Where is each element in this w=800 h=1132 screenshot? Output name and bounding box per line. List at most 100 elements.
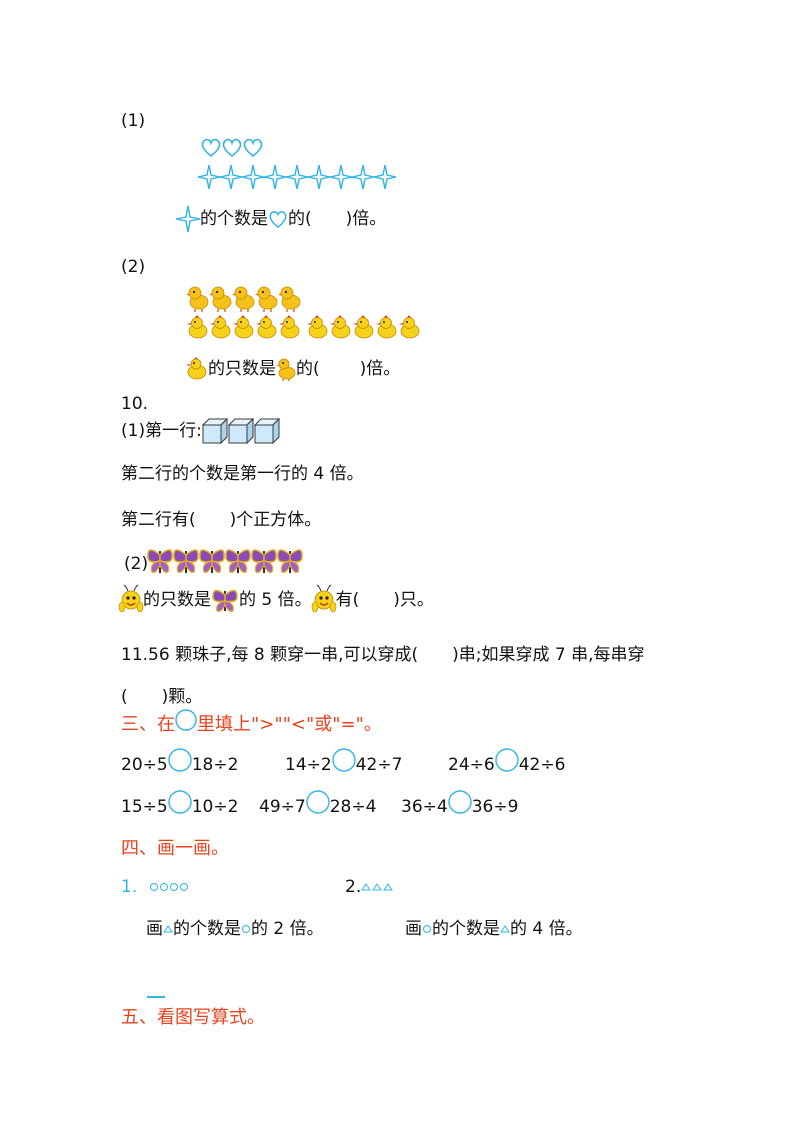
- compare-circle[interactable]: [168, 748, 192, 772]
- sentence-text: 有( )只。: [335, 590, 434, 610]
- cube-icon: [201, 417, 229, 445]
- q10-line2: 第二行的个数是第一行的 4 倍。: [121, 464, 364, 484]
- q9-part1-label: (1): [121, 111, 146, 131]
- chick-icon: [353, 315, 374, 339]
- star-icon: [351, 164, 375, 190]
- sentence-text: 的个数是: [173, 919, 241, 939]
- stars-svg: [197, 164, 397, 190]
- small-circles-svg: [149, 883, 188, 891]
- compare-right: 28÷4: [329, 797, 377, 817]
- star-icon: [197, 164, 221, 190]
- chick-icon: [279, 315, 300, 339]
- butterfly-icon: [225, 549, 251, 573]
- sentence-text: )倍。: [359, 359, 401, 379]
- small-circle-icon: [169, 883, 178, 891]
- sentence-text: 画: [146, 919, 163, 939]
- sentence-text: 的 4 倍。: [510, 919, 583, 939]
- duckling-icon: [209, 286, 232, 312]
- item-number: 1.: [121, 877, 138, 897]
- cube-icon: [227, 417, 255, 445]
- compare-circle[interactable]: [448, 790, 472, 814]
- star-icon: [373, 164, 397, 190]
- compare-right: 36÷9: [471, 797, 519, 817]
- chick-icon: [233, 315, 254, 339]
- compare-item: 24÷6 42÷6: [448, 748, 566, 776]
- q11-line2: ( )颗。: [121, 687, 203, 707]
- bee-icon: [118, 584, 144, 613]
- q10-number: 10.: [121, 394, 149, 414]
- sentence-text: 的 5 倍。: [239, 590, 312, 610]
- compare-left: 24÷6: [448, 755, 495, 775]
- chick-icon: [186, 357, 207, 380]
- q10-line3: 第二行有( )个正方体。: [121, 510, 322, 530]
- sentence-text: 的个数是: [432, 919, 500, 939]
- sentence-text: 的(: [288, 209, 312, 229]
- chick-icon: [307, 315, 328, 339]
- star-icon: [285, 164, 309, 190]
- compare-circle[interactable]: [306, 790, 330, 814]
- compare-left: 49÷7: [259, 797, 306, 817]
- section3-title-text: 三、在: [121, 714, 175, 735]
- q9-part2-label: (2): [121, 257, 146, 277]
- sentence-text: )倍。: [345, 209, 387, 229]
- draw-sentence-2: 画的个数是的 4 倍。: [405, 918, 583, 940]
- small-circle-icon: [179, 883, 188, 891]
- compare-right: 42÷6: [518, 755, 566, 775]
- star-icon: [329, 164, 353, 190]
- butterfly-row: [146, 545, 303, 583]
- draw-sentence-1: 画的个数是的 2 倍。: [146, 918, 324, 940]
- sentence-text: 的个数是: [200, 209, 268, 229]
- sentence-text: 的(: [296, 359, 320, 379]
- chick-icon: [399, 315, 420, 339]
- draw-item-2: 2.: [345, 876, 394, 898]
- compare-left: 36÷4: [401, 797, 448, 817]
- small-triangle-icon: [163, 925, 173, 933]
- ducks-row: [186, 285, 301, 317]
- divider-line: [147, 996, 165, 998]
- q9-part2-sentence: 的只数是 的( )倍。: [186, 357, 400, 381]
- heart-icon: [243, 138, 263, 158]
- section4-title: 四、画一画。: [121, 838, 229, 859]
- duckling-icon: [255, 286, 278, 312]
- cubes-svg: [201, 417, 281, 445]
- butterfly-icon: [251, 549, 277, 573]
- heart-icon: [269, 210, 287, 228]
- draw-item-1: 1.: [121, 876, 199, 898]
- compare-circle[interactable]: [332, 748, 356, 772]
- q10-part1: (1)第一行:: [121, 417, 281, 445]
- q10-part2-row: (2): [124, 539, 303, 583]
- small-circle-icon: [159, 883, 168, 891]
- item-number: 2.: [345, 877, 362, 897]
- small-triangles-svg: [361, 883, 394, 891]
- sentence-text: 的只数是: [208, 359, 276, 379]
- q10-part2-label: (2): [124, 554, 149, 574]
- butterfly-icon: [277, 549, 303, 573]
- sentence-text: 画: [405, 919, 422, 939]
- small-triangle-icon: [361, 883, 372, 891]
- circle-icon: [175, 709, 197, 731]
- hearts-svg: [201, 138, 263, 158]
- compare-right: 42÷7: [355, 755, 403, 775]
- small-triangle-icon: [383, 883, 394, 891]
- q11-line1: 11.56 颗珠子,每 8 颗穿一串,可以穿成( )串;如果穿成 7 串,每串穿: [121, 645, 645, 665]
- star-icon: [175, 205, 201, 233]
- compare-circle[interactable]: [495, 748, 519, 772]
- chicks-row: [186, 315, 301, 345]
- compare-circle[interactable]: [168, 790, 192, 814]
- compare-right: 18÷2: [191, 755, 239, 775]
- compare-left: 14÷2: [285, 755, 332, 775]
- q10-part1-label: (1)第一行:: [121, 421, 202, 441]
- q10-part2-sentence: 的只数是 的 5 倍。 有( )只。: [118, 584, 434, 615]
- duckling-icon: [186, 286, 209, 312]
- compare-item: 14÷2 42÷7: [285, 748, 403, 776]
- chick-icon: [376, 315, 397, 339]
- chick-icon: [256, 315, 277, 339]
- star-icon: [219, 164, 243, 190]
- butterfly-icon: [199, 549, 225, 573]
- sentence-text: 的 2 倍。: [251, 919, 324, 939]
- butterfly-icon: [173, 549, 199, 573]
- chick-icon: [210, 315, 231, 339]
- sentence-text: 的只数是: [143, 590, 211, 610]
